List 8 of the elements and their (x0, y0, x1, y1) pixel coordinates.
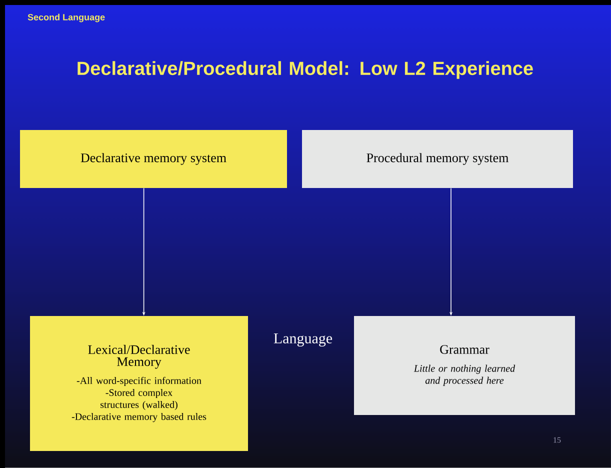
memory-box: Grammar Little or nothing learned and processed here (354, 316, 575, 415)
page-number: 15 (554, 437, 561, 443)
memory-box: Procedural memory system (302, 130, 573, 188)
memory-box: Declarative memory system (20, 130, 287, 188)
section-header: Second Language (28, 14, 105, 22)
title: Declarative/Procedural Model: Low L2 Experience (78, 61, 533, 79)
memory-box: Lexical/Declarative Memory -All word-specific information -Stored complex structures (walked) -Declarative memory based rules (30, 316, 248, 451)
side-label: Language (274, 333, 332, 346)
